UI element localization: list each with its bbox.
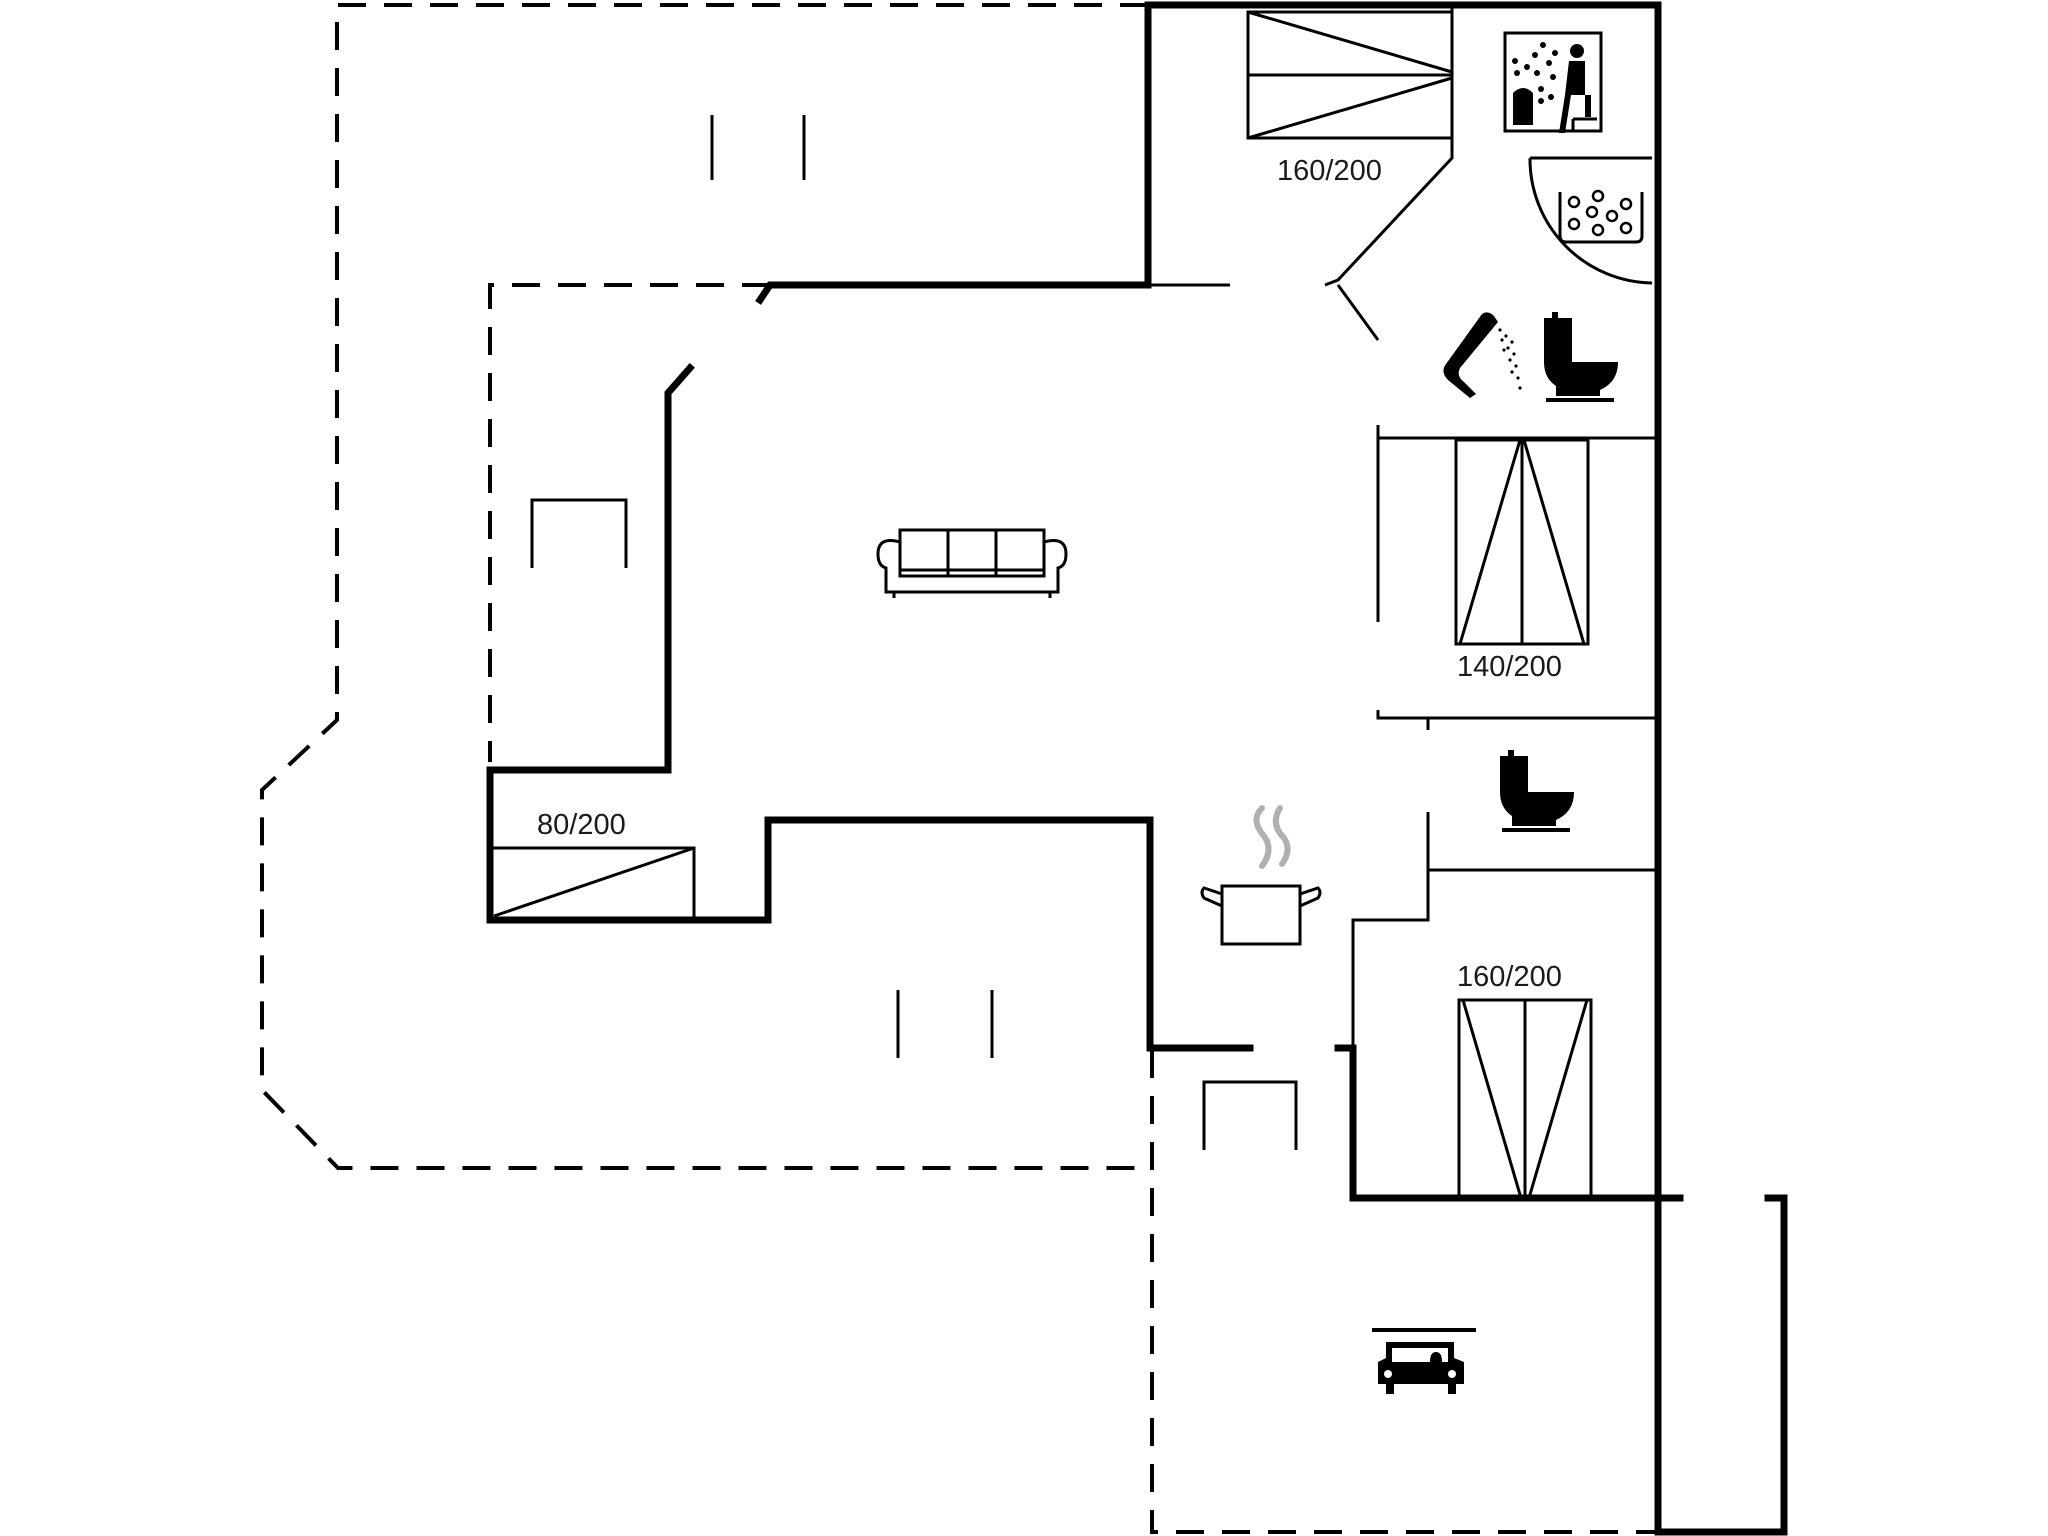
car-icon — [1372, 1328, 1476, 1394]
bed-small — [490, 846, 696, 920]
shower-icon — [1443, 312, 1522, 398]
sofa-icon — [876, 528, 1068, 598]
terrace-marker — [710, 115, 806, 180]
terrace-outline — [260, 3, 1658, 1534]
terrace-marker — [896, 990, 994, 1058]
cooking-pot-icon — [1200, 805, 1322, 946]
bed-bottom — [1457, 998, 1593, 1200]
bed-size-label-small: 80/200 — [537, 809, 626, 841]
table-icon — [1202, 1080, 1298, 1150]
interior-walls — [1148, 5, 1658, 1048]
bed-size-label-top: 160/200 — [1277, 155, 1382, 187]
whirlpool-icon — [1558, 189, 1644, 244]
toilet-icon — [1500, 750, 1574, 832]
bed-size-label-middle: 140/200 — [1457, 651, 1562, 683]
bed-middle — [1454, 438, 1590, 646]
toilet-icon — [1544, 312, 1618, 402]
bed-size-label-bottom: 160/200 — [1457, 961, 1562, 993]
table-icon — [530, 498, 628, 568]
bed-top — [1246, 10, 1454, 140]
sauna-icon — [1503, 31, 1603, 133]
exterior-walls — [486, 1, 1788, 1536]
